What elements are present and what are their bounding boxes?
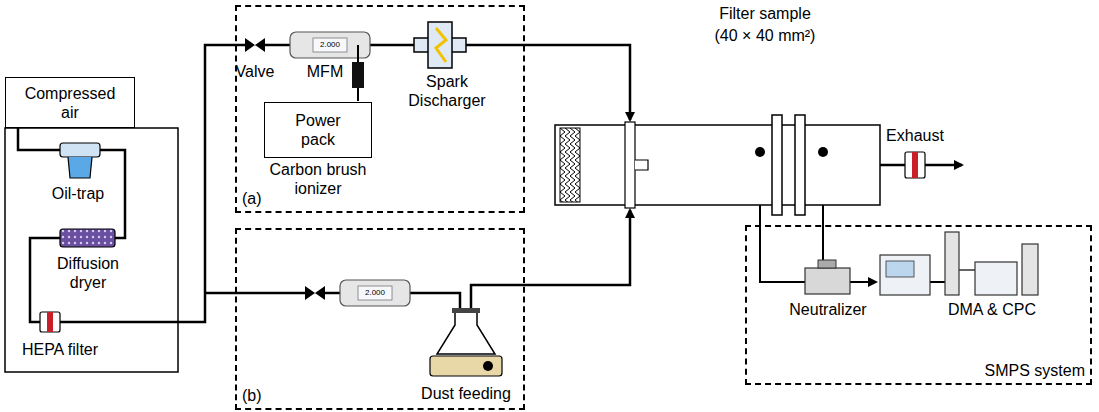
part-label: Carbon brush ionizer (260, 160, 376, 198)
part-label: DMA & CPC (937, 300, 1047, 319)
part-label: Spark Discharger (405, 72, 489, 110)
part-label: Diffusion dryer (48, 254, 128, 292)
part-label: MFM (300, 62, 350, 81)
display-reading: 2.000 (314, 39, 346, 51)
part-label: Oil-trap (38, 184, 118, 203)
dashed-region: (b) (235, 228, 525, 410)
part-label: Exhaust (875, 126, 955, 145)
part-label: Neutralizer (778, 300, 878, 319)
part-label: Dust feeding (411, 384, 521, 403)
region-label: SMPS system (985, 361, 1085, 380)
part-label: Filter sample (700, 4, 830, 23)
region-label: (b) (242, 386, 262, 405)
power-box: Power pack (264, 102, 372, 158)
part-label: Valve (230, 62, 280, 81)
box-text: Compressed air (20, 84, 120, 122)
part-label: (40 × 40 mm²) (700, 26, 830, 45)
part-label: HEPA filter (10, 340, 110, 359)
region-label: (a) (242, 189, 262, 208)
box-text: Power pack (288, 111, 348, 149)
display-reading: 2.000 (359, 287, 391, 299)
source-box: Compressed air (5, 77, 135, 128)
